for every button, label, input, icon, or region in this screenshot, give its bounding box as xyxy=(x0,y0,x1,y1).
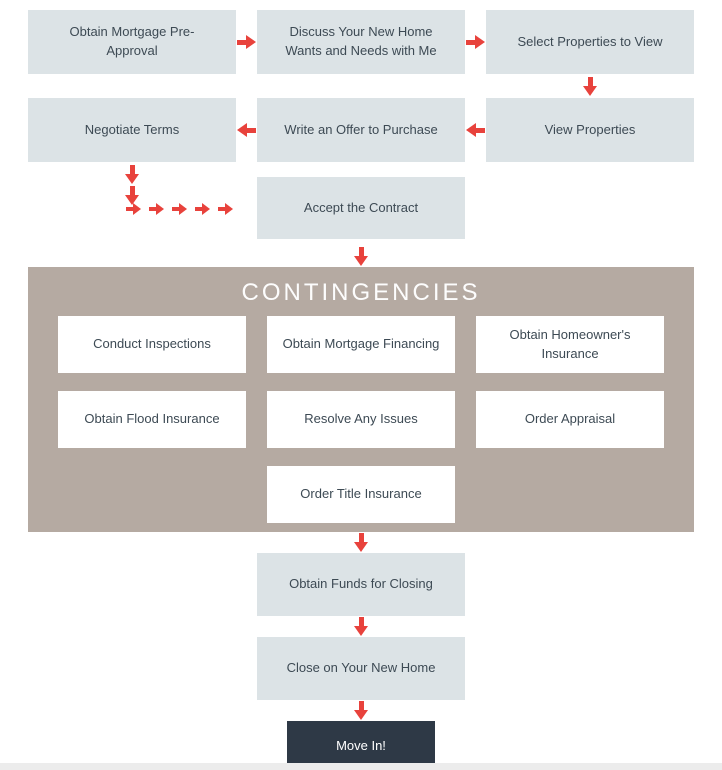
connector-row-4 xyxy=(354,616,368,637)
arrow-right-icon xyxy=(218,203,233,215)
step-obtain-preapproval: Obtain Mortgage Pre-Approval xyxy=(28,10,236,74)
connector-cell xyxy=(236,98,257,162)
step-accept-contract: Accept the Contract xyxy=(257,177,465,239)
step-move-in: Move In! xyxy=(287,721,435,769)
arrow-down-icon xyxy=(583,76,597,96)
arrow-down-icon xyxy=(354,701,368,720)
arrow-right-icon xyxy=(195,203,210,215)
step-obtain-mortgage-financing: Obtain Mortgage Financing xyxy=(267,316,455,373)
contingencies-section: CONTINGENCIES Conduct Inspections Obtain… xyxy=(28,267,694,532)
step-discuss-wants-needs: Discuss Your New Home Wants and Needs wi… xyxy=(257,10,465,74)
footer-strip xyxy=(0,763,722,770)
step-obtain-homeowners-insurance: Obtain Homeowner's Insurance xyxy=(476,316,664,373)
closing-flow: Obtain Funds for Closing Close on Your N… xyxy=(0,532,722,769)
flow-row-2: Negotiate Terms Write an Offer to Purcha… xyxy=(0,98,722,162)
contingencies-title: CONTINGENCIES xyxy=(241,279,481,306)
arrow-left-icon xyxy=(466,123,485,137)
arrow-down-icon xyxy=(354,247,368,266)
arrow-down-icon xyxy=(125,186,139,205)
connector-row-5 xyxy=(354,700,368,721)
step-order-title-insurance: Order Title Insurance xyxy=(267,466,455,523)
connector-cell xyxy=(465,10,486,74)
accept-contract-zone: Accept the Contract xyxy=(0,162,722,246)
step-view-properties: View Properties xyxy=(486,98,694,162)
arrow-right-icon xyxy=(126,203,141,215)
step-select-properties: Select Properties to View xyxy=(486,10,694,74)
connector-row-1 xyxy=(0,74,722,98)
contingencies-grid: Conduct Inspections Obtain Mortgage Fina… xyxy=(58,316,664,523)
arrow-down-icon xyxy=(125,165,139,184)
step-write-offer: Write an Offer to Purchase xyxy=(257,98,465,162)
step-obtain-flood-insurance: Obtain Flood Insurance xyxy=(58,391,246,448)
arrow-right-icon xyxy=(466,35,485,49)
arrow-down-icon xyxy=(354,617,368,636)
arrow-chain xyxy=(126,203,233,215)
step-order-appraisal: Order Appraisal xyxy=(476,391,664,448)
arrow-down-icon xyxy=(354,533,368,552)
connector-row-2 xyxy=(0,246,722,267)
step-obtain-funds-for-closing: Obtain Funds for Closing xyxy=(257,553,465,616)
arrow-right-icon xyxy=(237,35,256,49)
arrow-right-icon xyxy=(149,203,164,215)
connector-cell xyxy=(486,76,694,96)
flow-row-1: Obtain Mortgage Pre-Approval Discuss You… xyxy=(0,10,722,74)
step-resolve-any-issues: Resolve Any Issues xyxy=(267,391,455,448)
step-negotiate-terms: Negotiate Terms xyxy=(28,98,236,162)
connector-row-3 xyxy=(354,532,368,553)
connector-cell xyxy=(465,98,486,162)
arrow-right-icon xyxy=(172,203,187,215)
arrow-left-icon xyxy=(237,123,256,137)
step-close-on-home: Close on Your New Home xyxy=(257,637,465,700)
connector-cell xyxy=(236,10,257,74)
step-conduct-inspections: Conduct Inspections xyxy=(58,316,246,373)
